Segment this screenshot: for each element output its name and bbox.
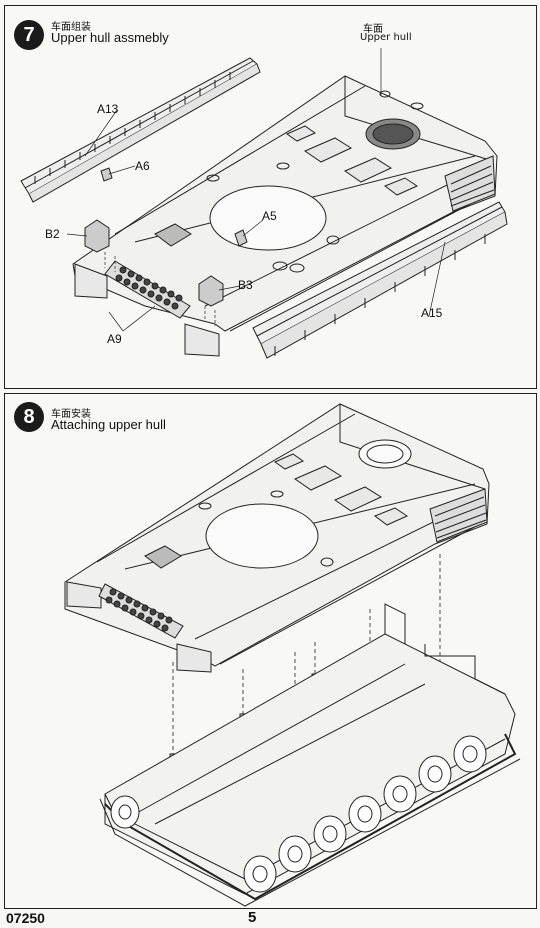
- a13-side-rail: [20, 57, 261, 203]
- lower-hull: [99, 603, 521, 907]
- attaching-upper-hull-drawing: [64, 403, 521, 907]
- upper-hull-callout-cn: 车面: [363, 24, 383, 35]
- step-7-title-cn: 车面组装: [51, 22, 91, 33]
- a5-part: [234, 229, 248, 247]
- a6-part: [100, 167, 113, 182]
- front-glacis: [74, 223, 220, 357]
- b3-part: [198, 275, 224, 307]
- step-8-panel: 8 车面安装 Attaching upper hull: [4, 393, 537, 909]
- step7-leader-lines: [66, 48, 446, 332]
- part-label-a9: A9: [107, 332, 122, 346]
- a15-side-skirt: [252, 201, 508, 359]
- upper-hull: [64, 403, 490, 673]
- part-label-a6: A6: [135, 159, 150, 173]
- step-8-badge: 8: [14, 402, 44, 432]
- b2-part: [84, 219, 110, 253]
- kit-code: 07250: [6, 910, 45, 926]
- part-label-b3: B3: [238, 278, 253, 292]
- step-8-title-cn: 车面安装: [51, 409, 91, 420]
- step-7-panel: 7 车面组装 Upper hull assmebly 车面 Upper hull…: [4, 5, 537, 389]
- part-label-a5: A5: [262, 209, 277, 223]
- part-label-b2: B2: [45, 227, 60, 241]
- step-7-badge: 7: [14, 20, 44, 50]
- step-7-title-en: Upper hull assmebly: [51, 30, 169, 45]
- upper-hull-callout-en: Upper hull: [360, 32, 412, 43]
- part-label-a13: A13: [97, 102, 119, 116]
- upper-hull-assembly-drawing: [20, 48, 508, 359]
- step-8-title-en: Attaching upper hull: [51, 417, 166, 432]
- page-number: 5: [248, 909, 257, 926]
- upper-hull-body: [72, 75, 498, 332]
- part-label-a15: A15: [421, 306, 443, 320]
